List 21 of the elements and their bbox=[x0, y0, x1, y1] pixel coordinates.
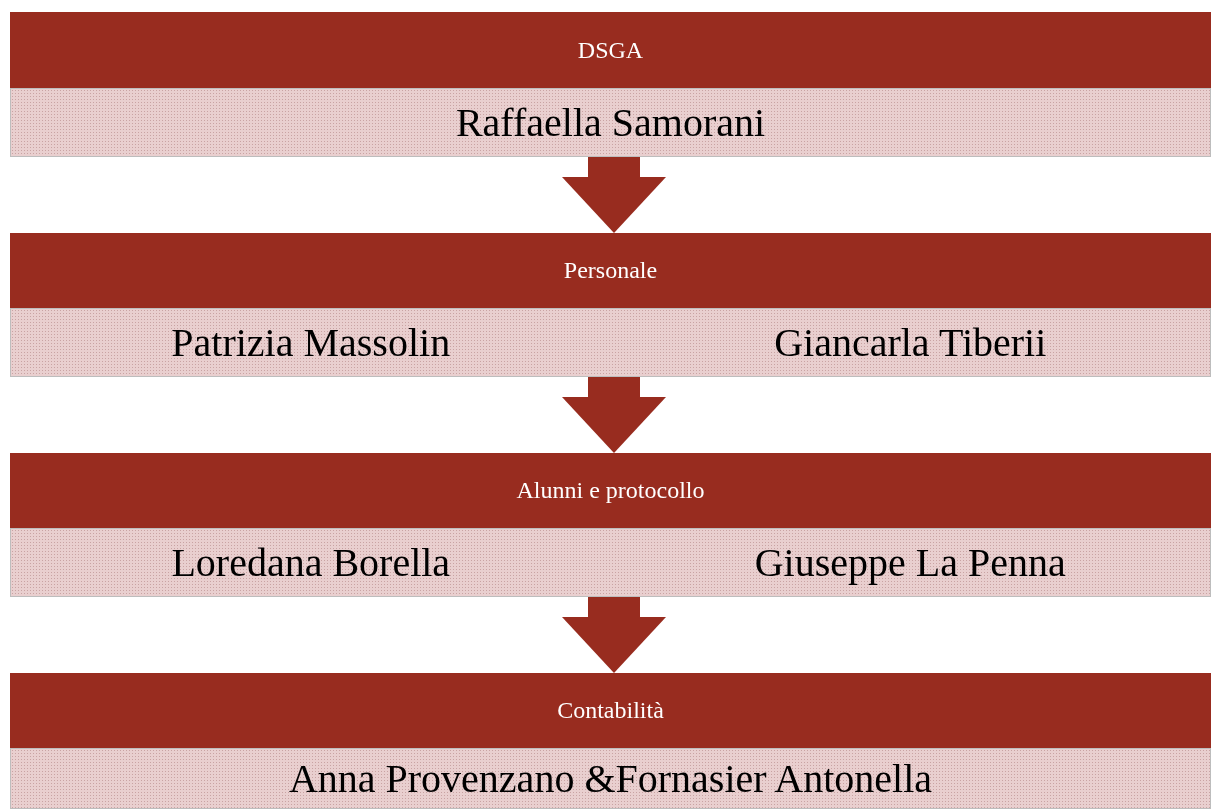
down-arrow bbox=[562, 157, 666, 233]
section-title: Contabilità bbox=[557, 697, 664, 723]
section-title: DSGA bbox=[577, 36, 644, 63]
staff-name-bar bbox=[10, 308, 1211, 377]
section-title: Alunni e protocollo bbox=[516, 477, 705, 503]
staff-name-bar bbox=[10, 528, 1211, 597]
down-arrow bbox=[562, 377, 666, 453]
section-header-bar bbox=[10, 12, 1211, 88]
staff-name-bar bbox=[10, 88, 1211, 157]
staff-name: Giuseppe La Penna bbox=[754, 540, 1066, 585]
staff-name-bar bbox=[10, 748, 1211, 809]
staff-name: Patrizia Massolin bbox=[171, 320, 451, 365]
staff-name: Loredana Borella bbox=[171, 540, 451, 585]
section-header-bar bbox=[10, 453, 1211, 528]
staff-name: Giancarla Tiberii bbox=[774, 320, 1047, 365]
section-header-bar bbox=[10, 233, 1211, 308]
section-header-bar bbox=[10, 673, 1211, 748]
staff-name: Raffaella Samorani bbox=[455, 100, 766, 145]
section-title: Personale bbox=[563, 257, 658, 283]
staff-name: Anna Provenzano &Fornasier Antonella bbox=[288, 756, 933, 801]
down-arrow bbox=[562, 597, 666, 673]
